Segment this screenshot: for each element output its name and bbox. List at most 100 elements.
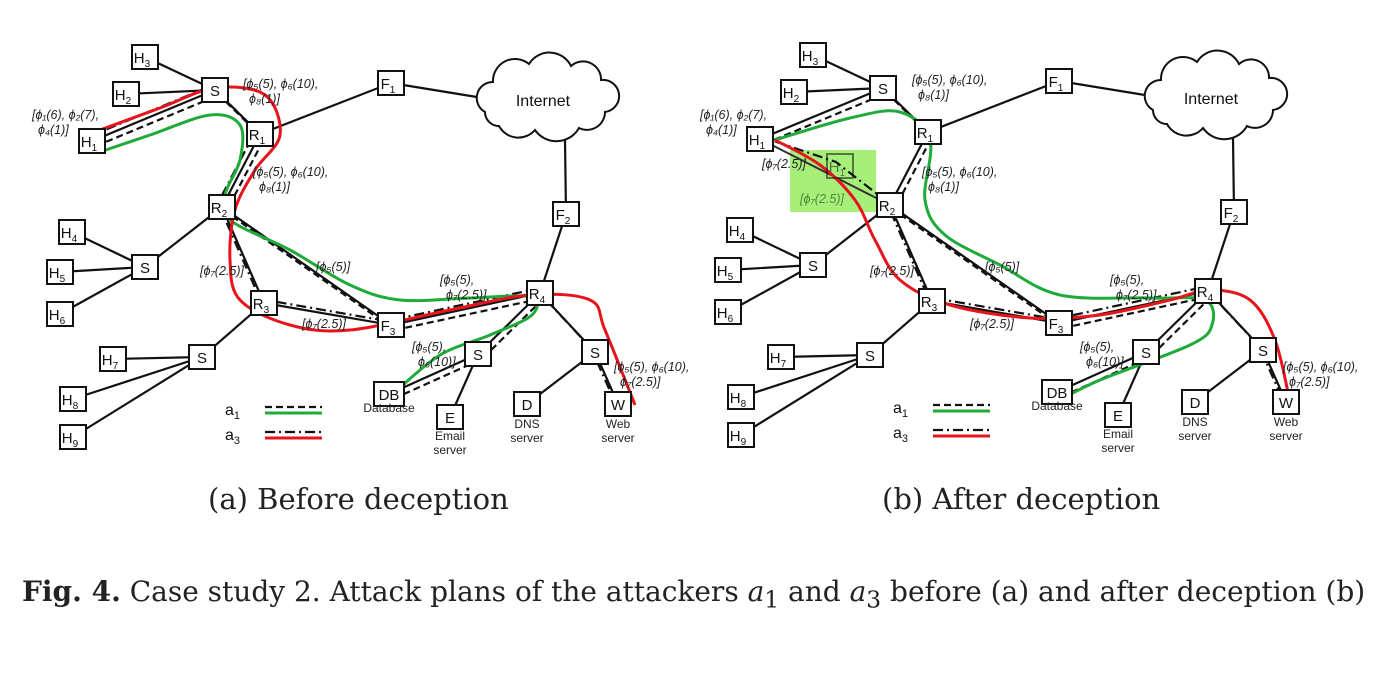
panel-a: InternetH3H2SH1R1F1F2R2H4H5SH6R3F3R4SDBE…	[31, 44, 689, 457]
node-subscript: 9	[73, 439, 79, 450]
node-E: E	[436, 404, 464, 430]
legend-label-a1: a1	[893, 400, 908, 420]
cost-annotation: ϕ₈(1)]	[249, 92, 280, 106]
node-box	[246, 121, 274, 147]
caption-text: before (a) and after deception (b)	[881, 575, 1366, 608]
node-box	[714, 257, 742, 283]
cost-annotation: [ϕ₅(5)]	[984, 260, 1020, 274]
link-R2-F3	[889, 204, 1060, 324]
node-box	[1132, 339, 1160, 365]
node-subscript: 1	[260, 136, 266, 147]
node-H8: H8	[727, 384, 755, 410]
node-subscript: 2	[565, 216, 571, 227]
node-box	[58, 219, 86, 245]
internet-cloud-icon	[1143, 49, 1289, 141]
node-subscript: 1	[840, 168, 846, 179]
node-box	[1272, 389, 1300, 415]
legend-subscript: 1	[234, 410, 240, 422]
a1-path-green	[774, 109, 1216, 402]
node-label: S	[1258, 343, 1268, 360]
node-R2: R2	[208, 194, 236, 220]
node-H2: H2	[780, 79, 808, 105]
node-box	[799, 252, 827, 278]
node-box	[1045, 310, 1073, 336]
node-S1: S	[869, 75, 897, 101]
node-subscript: 6	[60, 316, 66, 327]
node-subscript: 4	[740, 232, 746, 243]
node-box	[826, 153, 854, 179]
cost-annotation: [ϕ₇(2.5)]	[199, 264, 245, 278]
link-S5-H9	[72, 356, 203, 438]
cost-annotation: [ϕ₅(5), ϕ₆(10),	[252, 165, 328, 179]
node-box	[188, 344, 216, 370]
node-subscript: 1	[928, 134, 934, 145]
internet-label: Internet	[516, 93, 571, 110]
figure-caption: Fig. 4. Case study 2. Attack plans of th…	[22, 572, 1372, 620]
cost-annotation: [ϕ₅(5), ϕ₆(10),	[911, 73, 987, 87]
cost-annotation: [ϕ₅(5), ϕ₆(10),	[613, 360, 689, 374]
cost-annotation: [ϕ₇(2.5)]	[799, 192, 845, 206]
subcaption-a: (a) Before deception	[208, 482, 509, 516]
link-R2-F3	[221, 206, 392, 326]
node-box	[918, 288, 946, 314]
node-subscript: 1	[760, 141, 766, 152]
cost-annotation: [ϕ₇(2.5)]	[761, 157, 807, 171]
legend-label-a1: a1	[225, 402, 240, 422]
node-label: DB	[1047, 385, 1068, 402]
node-S5: S	[188, 344, 216, 370]
node-S5: S	[856, 342, 884, 368]
node-R3: R3	[250, 290, 278, 316]
link-R1-F1	[927, 79, 1060, 134]
cost-annotation: ϕ₈(1)]	[259, 180, 290, 194]
server-label-W: server	[601, 431, 634, 445]
node-R4: R4	[526, 280, 554, 306]
legend-label-a3: a3	[893, 425, 908, 445]
node-H4: H4	[726, 217, 754, 243]
node-box	[604, 391, 632, 417]
node-subscript: 7	[113, 361, 119, 372]
node-box	[1045, 68, 1073, 94]
node-box	[767, 344, 795, 370]
link-F2-R4	[538, 213, 568, 294]
node-label: S	[210, 83, 220, 100]
node-H5: H5	[714, 257, 742, 283]
internet-cloud-icon	[475, 51, 621, 143]
node-subscript: 1	[92, 143, 98, 154]
node-label: S	[197, 350, 207, 367]
node-subscript: 2	[794, 94, 800, 105]
panel-b: InternetH3H2SH1R1F1F2R2H4H5SH6R3F3R4SDBE…	[699, 42, 1358, 455]
node-box	[581, 339, 609, 365]
node-label: E	[445, 410, 455, 427]
cost-annotation: [ϕ₁(6), ϕ₂(7),	[31, 108, 99, 122]
caption-a1-sub: 1	[764, 585, 780, 614]
node-R3: R3	[918, 288, 946, 314]
node-S4: S	[1249, 337, 1277, 363]
subcaption-b: (b) After deception	[882, 482, 1161, 516]
server-label-W: server	[1269, 429, 1302, 443]
node-box	[876, 192, 904, 218]
figure-label: Fig. 4.	[22, 575, 121, 608]
node-F1: F1	[1045, 68, 1073, 94]
cost-annotation: ϕ₇(2.5)]	[1289, 375, 1330, 389]
node-box	[46, 301, 74, 327]
node-DB: DB	[373, 381, 405, 407]
node-box	[208, 194, 236, 220]
legend-subscript: 3	[902, 433, 908, 445]
server-label-E: server	[1101, 441, 1134, 455]
node-F1: F1	[377, 70, 405, 96]
legend-label-a3: a3	[225, 427, 240, 447]
node-box	[727, 384, 755, 410]
link-F1-internet	[390, 81, 484, 100]
node-box	[1104, 402, 1132, 428]
node-box	[1181, 389, 1209, 415]
node-box	[59, 424, 87, 450]
figure-diagrams: InternetH3H2SH1R1F1F2R2H4H5SH6R3F3R4SDBE…	[31, 42, 1358, 457]
node-box	[59, 386, 87, 412]
node-subscript: 4	[1208, 293, 1214, 304]
node-box	[46, 259, 74, 285]
node-box	[377, 70, 405, 96]
caption-text: and	[779, 575, 850, 608]
caption-a3-sub: 3	[866, 585, 882, 614]
cost-annotation: [ϕ₇(2.5)]	[301, 317, 347, 331]
cost-annotation: [ϕ₅(5), ϕ₆(10),	[242, 77, 318, 91]
